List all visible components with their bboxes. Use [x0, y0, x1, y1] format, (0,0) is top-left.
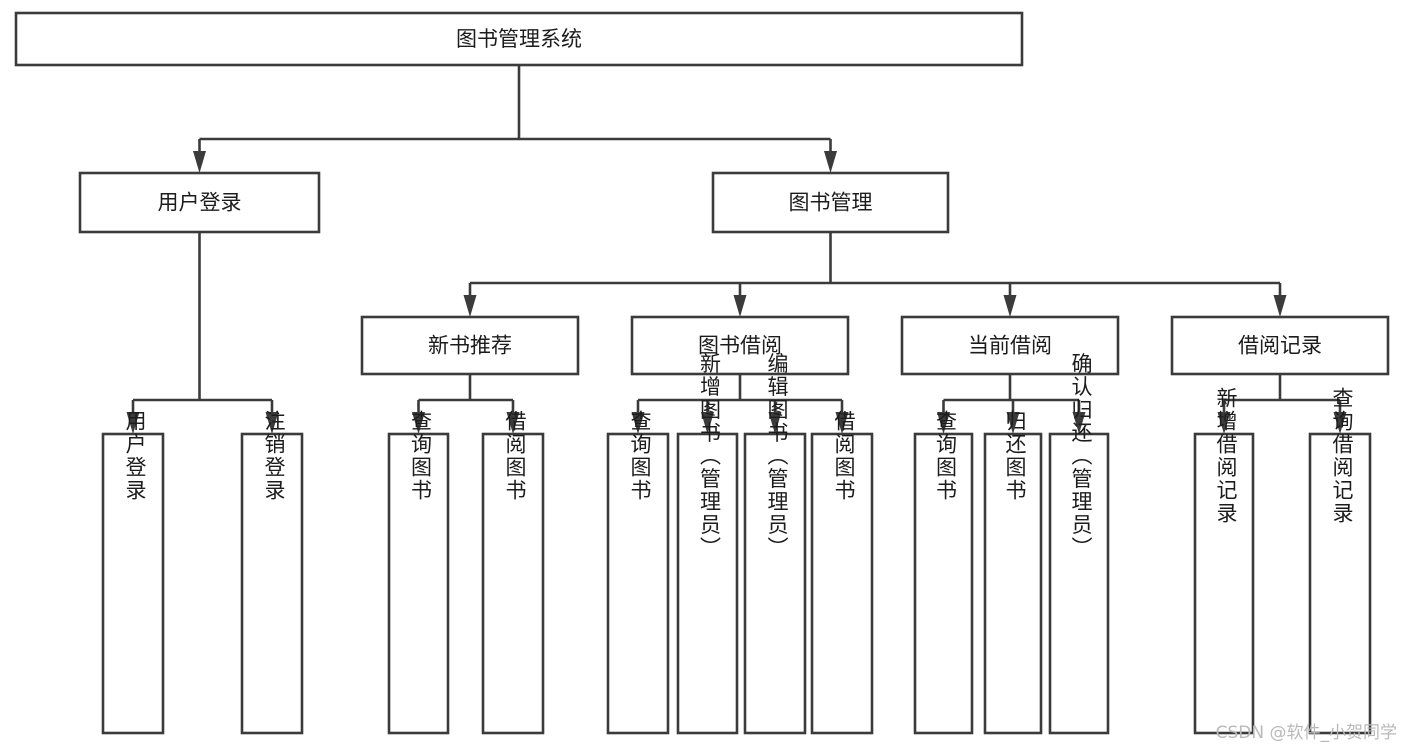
node-leaf-user-login[interactable]: 用户登录: [101, 410, 165, 735]
arrow-head-icon: [412, 412, 425, 434]
node-label: 查询借阅记录: [1330, 387, 1354, 525]
node-user-login[interactable]: 用户登录: [78, 171, 321, 234]
node-borrow-record[interactable]: 借阅记录: [1170, 315, 1390, 376]
node-label: 图书管理系统: [456, 27, 582, 51]
node-leaf-add-record[interactable]: 新增借阅记录: [1193, 387, 1255, 735]
node-label: 借阅图书: [832, 410, 856, 502]
node-box: [240, 432, 304, 735]
node-box: [387, 432, 450, 735]
arrow-head-icon: [1333, 412, 1347, 434]
arrow-head-icon: [1003, 295, 1017, 317]
node-root[interactable]: 图书管理系统: [14, 11, 1024, 67]
node-label: 用户登录: [123, 410, 147, 502]
node-layer: 图书管理系统用户登录图书管理新书推荐图书借阅当前借阅借阅记录用户登录注销登录查询…: [14, 11, 1390, 735]
arrow-head-icon: [1006, 412, 1020, 434]
node-box: [1193, 432, 1255, 735]
node-leaf-return-book[interactable]: 归还图书: [983, 410, 1043, 735]
node-label: 图书借阅: [698, 334, 782, 358]
node-label: 新书推荐: [428, 334, 512, 358]
node-leaf-query-book-3[interactable]: 查询图书: [913, 410, 974, 735]
arrow-head-icon: [701, 412, 714, 434]
arrow-head-icon: [193, 151, 206, 173]
node-label: 归还图书: [1003, 410, 1027, 502]
arrow-head-icon: [1217, 412, 1231, 434]
node-box: [630, 315, 850, 376]
node-label: 查询图书: [628, 410, 652, 502]
node-label: 用户登录: [158, 191, 242, 215]
node-book-borrow[interactable]: 图书借阅: [630, 315, 850, 376]
node-box: [676, 432, 739, 735]
node-new-book-rec[interactable]: 新书推荐: [360, 315, 580, 376]
node-leaf-confirm-return[interactable]: 确认归还（管理员）: [1048, 353, 1110, 735]
arrow-head-icon: [824, 151, 837, 173]
node-leaf-add-book[interactable]: 新增图书（管理员）: [676, 353, 739, 735]
connector-layer: [126, 65, 1347, 434]
node-box: [101, 432, 165, 735]
node-box: [78, 171, 321, 234]
node-box: [900, 315, 1120, 376]
arrow-head-icon: [631, 412, 645, 434]
node-box: [711, 171, 950, 234]
node-label: 图书管理: [789, 191, 873, 215]
node-label: 借阅图书: [503, 410, 527, 502]
node-box: [1170, 315, 1390, 376]
node-box: [913, 432, 974, 735]
arrow-head-icon: [1072, 412, 1086, 434]
node-box: [983, 432, 1043, 735]
node-label: 借阅记录: [1238, 334, 1322, 358]
arrow-head-icon: [126, 412, 140, 434]
node-label: 编辑图书（管理员）: [765, 353, 789, 560]
node-box: [481, 432, 545, 735]
arrow-head-icon: [768, 412, 782, 434]
node-box: [810, 432, 874, 735]
node-label: 确认归还（管理员）: [1069, 353, 1093, 560]
node-box: [1308, 432, 1372, 735]
arrow-head-icon: [506, 412, 520, 434]
arrow-head-icon: [835, 412, 849, 434]
node-leaf-borrow-book-2[interactable]: 借阅图书: [810, 410, 874, 735]
arrow-head-icon: [1273, 295, 1287, 317]
node-leaf-query-record[interactable]: 查询借阅记录: [1308, 387, 1372, 735]
node-label: 查询图书: [409, 410, 433, 502]
node-leaf-edit-book[interactable]: 编辑图书（管理员）: [743, 353, 807, 735]
node-box: [606, 432, 670, 735]
node-leaf-logout[interactable]: 注销登录: [240, 410, 304, 735]
node-box: [743, 432, 807, 735]
node-leaf-query-book-2[interactable]: 查询图书: [606, 410, 670, 735]
node-book-manage[interactable]: 图书管理: [711, 171, 950, 234]
node-label: 新增图书（管理员）: [698, 353, 722, 560]
arrow-head-icon: [937, 412, 950, 434]
node-current-borrow[interactable]: 当前借阅: [900, 315, 1120, 376]
node-label: 新增借阅记录: [1214, 387, 1238, 525]
node-box: [14, 11, 1024, 67]
node-leaf-query-book-1[interactable]: 查询图书: [387, 410, 450, 735]
node-box: [1048, 432, 1110, 735]
arrow-head-icon: [733, 295, 747, 317]
arrow-head-icon: [265, 412, 279, 434]
node-label: 当前借阅: [968, 334, 1052, 358]
node-leaf-borrow-book-1[interactable]: 借阅图书: [481, 410, 545, 735]
node-label: 查询图书: [934, 410, 958, 502]
node-box: [360, 315, 580, 376]
arrow-head-icon: [463, 295, 477, 317]
node-label: 注销登录: [262, 410, 286, 502]
